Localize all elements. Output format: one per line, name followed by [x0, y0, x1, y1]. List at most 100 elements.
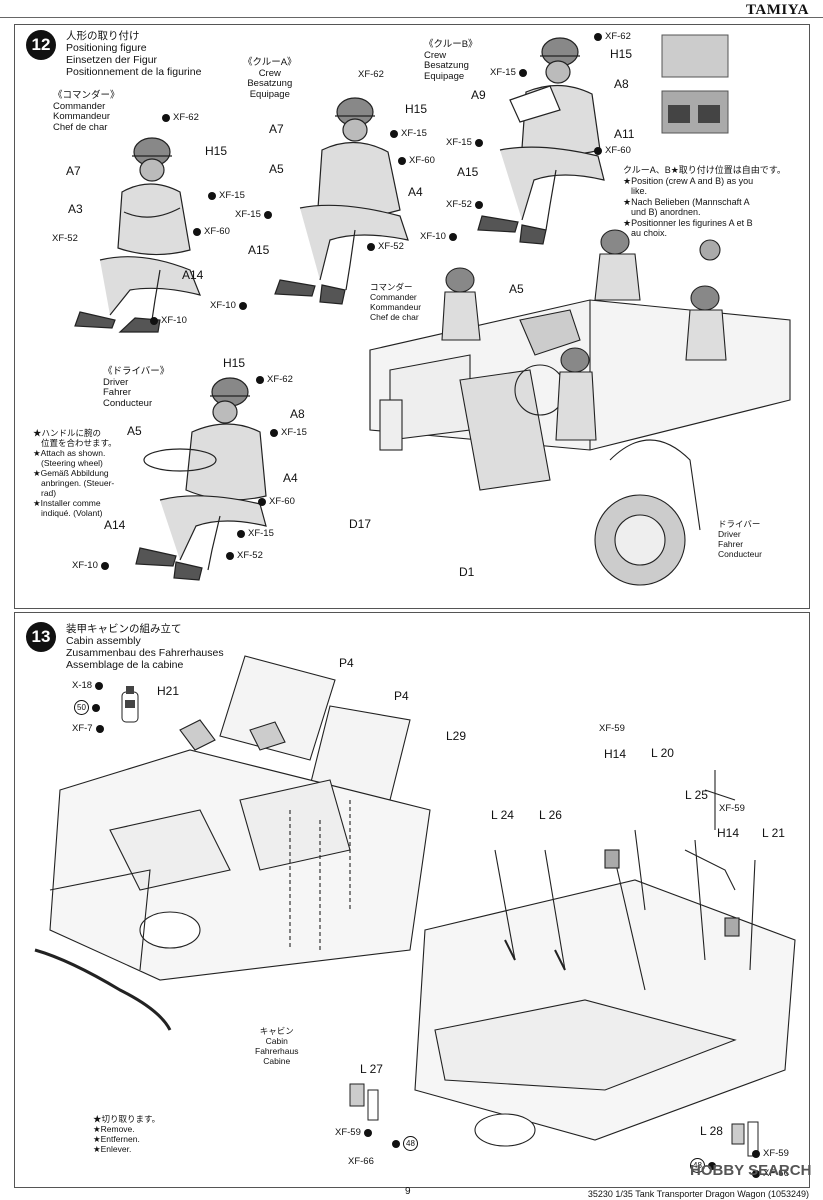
paint-dot-icon [270, 428, 278, 437]
reference-photo-boxes [661, 34, 729, 134]
crew-a-xf15: XF-15 [390, 128, 427, 139]
paint-dot-icon [238, 301, 247, 310]
crew-b-a9: A9 [471, 88, 486, 102]
paint-xf59-d: XF-59 [752, 1148, 789, 1159]
part-l25: L 25 [685, 788, 708, 802]
driver-label: 《ドライバー》 Driver Fahrer Conducteur [103, 366, 170, 409]
part-l26: L 26 [539, 808, 562, 822]
position-note: クルーA、B★取り付け位置は自由です。 ★Position (crew A an… [623, 165, 786, 238]
step-13-panel [14, 612, 810, 1188]
cabin-label: キャビン Cabin Fahrerhaus Cabine [255, 1026, 299, 1066]
step-12-title-de: Einsetzen der Figur [66, 54, 158, 66]
step-12-title-en: Positioning figure [66, 42, 147, 54]
paint-dot-icon [193, 227, 201, 236]
cabin-assembly-drawing [34, 655, 431, 1031]
part-h21: H21 [157, 684, 180, 698]
step-12-panel [14, 24, 810, 609]
paint-dot-icon [398, 156, 406, 165]
paint-dot-icon [752, 1149, 760, 1158]
part-l21: L 21 [762, 826, 785, 840]
driver-figure-drawing [135, 377, 267, 581]
paint-dot-icon [392, 1139, 400, 1148]
paint-dot-icon [474, 138, 483, 147]
step-12-number: 12 [26, 30, 56, 60]
paint-dot-icon [162, 113, 170, 122]
paint-dot-icon [95, 681, 104, 690]
steering-note: ★ハンドルに腕の 位置を合わせます。 ★Attach as shown. (St… [33, 428, 117, 518]
watermark-text: HOBBY SEARCH [690, 1162, 812, 1179]
paint-xf59-a: XF-59 [599, 723, 625, 734]
driver-h15: H15 [223, 356, 246, 370]
part-l24: L 24 [491, 808, 514, 822]
part-l20: L 20 [651, 746, 674, 760]
crew-a-a15: A15 [248, 243, 270, 257]
crew-b-xf60: XF-60 [594, 145, 631, 156]
page-number: 9 [405, 1186, 411, 1197]
commander-xf62: XF-62 [162, 112, 199, 123]
paint-xf66-b: XF-66 [752, 1168, 789, 1179]
crew-a-a5: A5 [269, 162, 284, 176]
part-l29: L29 [446, 729, 467, 743]
paint-dot-icon [594, 32, 602, 41]
commander-xf60: XF-60 [193, 226, 230, 237]
paint-dot-icon [258, 497, 266, 506]
crew-a-xf15-b: XF-15 [235, 209, 272, 220]
paint-xf59-b: XF-59 [719, 803, 745, 814]
step-12-title-ja: 人形の取り付け [66, 30, 140, 42]
vehicle-commander-label: コマンダー Commander Kommandeur Chef de char [370, 282, 422, 322]
paint-dot-icon [150, 316, 158, 325]
commander-figure-drawing [74, 137, 201, 333]
driver-xf15: XF-15 [270, 427, 307, 438]
part-l28: L 28 [700, 1124, 723, 1138]
paint-dot-icon [448, 232, 457, 241]
commander-xf10: XF-10 [150, 315, 187, 326]
paint-dot-icon [474, 200, 483, 209]
crew-b-a11: A11 [614, 127, 635, 141]
paint-dot-icon [594, 146, 602, 155]
commander-xf15: XF-15 [208, 190, 245, 201]
ref-circle-icon: 50 [74, 700, 89, 715]
driver-xf15-b: XF-15 [237, 528, 274, 539]
paint-xf7: XF-7 [72, 723, 104, 734]
crew-a-xf60: XF-60 [398, 155, 435, 166]
crew-a-a7: A7 [269, 122, 284, 136]
crew-b-xf52: XF-52 [446, 199, 483, 210]
paint-dot-icon [226, 551, 234, 560]
paint-dot-icon [237, 529, 245, 538]
crew-b-a15: A15 [457, 165, 479, 179]
paint-dot-icon [752, 1169, 760, 1178]
step-13-number: 13 [26, 622, 56, 652]
paint-dot-icon [518, 68, 527, 77]
crew-a-a4: A4 [408, 185, 423, 199]
paint-dot-icon [263, 210, 272, 219]
vehicle-d17: D17 [349, 517, 372, 531]
ref-48-b: 48 [690, 1158, 716, 1173]
driver-a5: A5 [127, 424, 142, 438]
paint-dot-icon [363, 1128, 372, 1137]
remove-note: ★切り取ります。 ★Remove. ★Entfernen. ★Enlever. [93, 1114, 161, 1154]
paint-xf59-c: XF-59 [335, 1127, 372, 1138]
paint-x18: X-18 [72, 680, 104, 691]
crew-a-label: 《クルーA》 Crew Besatzung Equipage [243, 57, 297, 100]
vehicle-d1: D1 [459, 565, 475, 579]
crew-a-h15: H15 [405, 102, 428, 116]
driver-xf52: XF-52 [226, 550, 263, 561]
vehicle-a5: A5 [509, 282, 524, 296]
driver-a14: A14 [104, 518, 126, 532]
step-12-title-fr: Positionnement de la figurine [66, 66, 202, 78]
crew-b-label: 《クルーB》 Crew Besatzung Equipage [424, 39, 478, 82]
brand-logo: TAMIYA [745, 2, 809, 18]
crew-a-xf62: XF-62 [358, 69, 384, 80]
vehicle-drawing [369, 229, 791, 586]
part-h14-b: H14 [717, 826, 740, 840]
crew-a-figure-drawing [274, 97, 409, 305]
vehicle-driver-label: ドライバー Driver Fahrer Conducteur [718, 519, 762, 559]
crew-b-h15: H15 [610, 47, 633, 61]
part-l27: L 27 [360, 1062, 383, 1076]
commander-a14: A14 [182, 268, 204, 282]
driver-a8: A8 [290, 407, 305, 421]
commander-h15: H15 [205, 144, 228, 158]
ref-circle-icon: 48 [690, 1158, 705, 1173]
part-l27-drawing [349, 1083, 379, 1121]
